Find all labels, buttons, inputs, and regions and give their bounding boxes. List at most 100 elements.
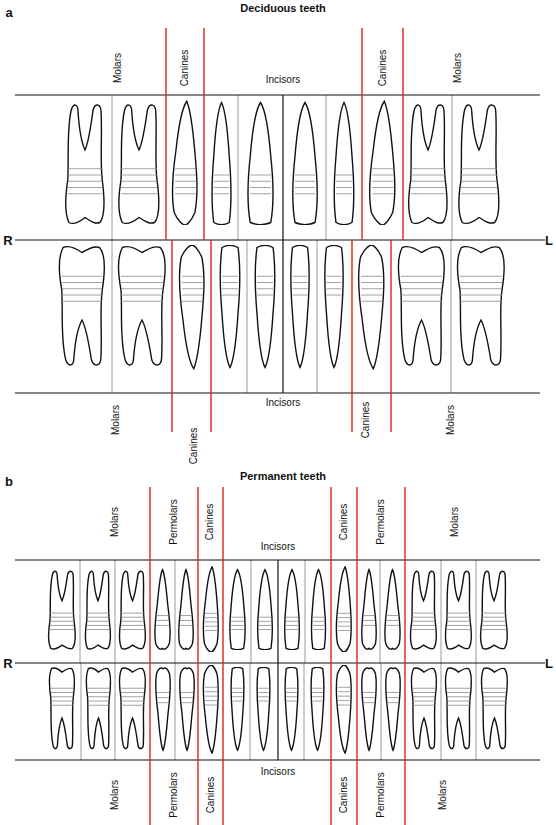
tooth-divider bbox=[317, 240, 318, 393]
side-marker: L bbox=[544, 657, 554, 670]
molar-tooth bbox=[119, 247, 166, 365]
premolar-tooth bbox=[179, 570, 194, 649]
molar-tooth bbox=[458, 247, 505, 365]
canine-tooth bbox=[172, 101, 197, 225]
group-label: Canines bbox=[189, 427, 199, 466]
incisor-tooth bbox=[291, 246, 309, 368]
premolar-tooth bbox=[362, 570, 377, 649]
group-label: Incisors bbox=[265, 398, 301, 408]
molar-tooth bbox=[482, 668, 508, 748]
group-label: Molars bbox=[110, 506, 120, 538]
premolar-tooth bbox=[386, 668, 401, 750]
tooth-divider bbox=[476, 663, 477, 760]
side-marker: R bbox=[2, 234, 13, 247]
molar-tooth bbox=[481, 571, 508, 649]
canine-tooth bbox=[336, 567, 351, 652]
group-label: Canines bbox=[339, 776, 349, 815]
chart-axis bbox=[15, 95, 545, 393]
molar-tooth bbox=[411, 571, 437, 649]
group-label: Permolars bbox=[169, 498, 179, 546]
group-divider bbox=[330, 487, 331, 825]
tooth-divider bbox=[326, 95, 327, 240]
group-label: Canines bbox=[206, 776, 216, 815]
incisor-tooth bbox=[325, 246, 343, 368]
molar-tooth bbox=[86, 668, 110, 748]
incisor-tooth bbox=[334, 103, 354, 225]
group-label: Canines bbox=[339, 503, 349, 542]
lower-deciduous-teeth bbox=[59, 245, 504, 369]
group-label: Canines bbox=[205, 503, 215, 542]
group-divider bbox=[166, 28, 403, 432]
tooth-divider bbox=[175, 560, 176, 663]
tooth-divider bbox=[251, 560, 252, 663]
group-label: Molars bbox=[438, 779, 448, 811]
group-label: Molars bbox=[113, 52, 123, 84]
molar-tooth bbox=[119, 105, 159, 223]
incisor-tooth bbox=[231, 667, 244, 750]
tooth-divider bbox=[441, 560, 442, 663]
molar-tooth bbox=[411, 668, 436, 748]
premolar-tooth bbox=[180, 668, 195, 750]
incisor-tooth bbox=[311, 570, 325, 650]
incisor-tooth bbox=[285, 570, 300, 650]
lower-permanent-teeth bbox=[49, 665, 507, 753]
panel-letter: b bbox=[4, 475, 14, 488]
midline bbox=[277, 560, 278, 760]
tooth-divider bbox=[451, 240, 452, 393]
tooth-divider bbox=[380, 560, 381, 663]
group-divider bbox=[197, 487, 198, 825]
molar-tooth bbox=[59, 247, 104, 365]
premolar-tooth bbox=[385, 570, 400, 649]
group-label: Molars bbox=[110, 779, 120, 811]
premolar-tooth bbox=[155, 570, 170, 649]
incisor-tooth bbox=[258, 570, 273, 650]
tooth-divider bbox=[305, 560, 306, 663]
incisor-tooth bbox=[285, 667, 298, 750]
tooth-divider bbox=[115, 663, 116, 760]
incisor-tooth bbox=[311, 667, 324, 750]
molar-tooth bbox=[446, 668, 472, 748]
upper-permanent-teeth bbox=[49, 567, 508, 652]
group-divider bbox=[351, 240, 352, 432]
molar-tooth bbox=[446, 571, 472, 649]
tooth-divider bbox=[112, 95, 452, 393]
group-divider bbox=[165, 28, 166, 240]
incisor-tooth bbox=[248, 103, 273, 225]
molar-tooth bbox=[120, 668, 146, 748]
chart-axis bbox=[15, 560, 545, 760]
group-label: Incisors bbox=[260, 542, 296, 552]
canine-tooth bbox=[359, 245, 384, 369]
premolar-tooth bbox=[156, 668, 171, 750]
tooth-divider bbox=[115, 560, 116, 663]
molar-tooth bbox=[120, 571, 146, 649]
molar-tooth bbox=[49, 571, 76, 649]
tooth-divider bbox=[81, 663, 82, 760]
group-divider bbox=[402, 28, 403, 240]
upper-deciduous-teeth bbox=[66, 101, 499, 225]
panel-title: Deciduous teeth bbox=[239, 3, 327, 14]
group-label: Molars bbox=[111, 404, 121, 436]
group-label: Canines bbox=[361, 401, 371, 440]
group-divider bbox=[390, 240, 391, 432]
group-divider bbox=[356, 487, 357, 825]
molar-tooth bbox=[85, 571, 110, 649]
group-label: Molars bbox=[450, 506, 460, 538]
premolar-tooth bbox=[362, 668, 377, 750]
group-label: Permolars bbox=[169, 771, 179, 819]
tooth-divider bbox=[112, 240, 113, 393]
canine-tooth bbox=[336, 665, 351, 753]
group-divider bbox=[222, 487, 223, 825]
tooth-divider bbox=[441, 663, 442, 760]
tooth-divider bbox=[476, 560, 477, 663]
panel-title: Permanent teeth bbox=[239, 471, 327, 482]
molar-tooth bbox=[49, 668, 74, 748]
group-label: Permolars bbox=[376, 498, 386, 546]
tooth-divider bbox=[304, 663, 305, 760]
group-label: Permolars bbox=[376, 771, 386, 819]
canine-tooth bbox=[203, 567, 218, 652]
group-divider bbox=[404, 487, 405, 825]
tooth-divider bbox=[238, 95, 239, 240]
group-divider bbox=[171, 240, 172, 432]
